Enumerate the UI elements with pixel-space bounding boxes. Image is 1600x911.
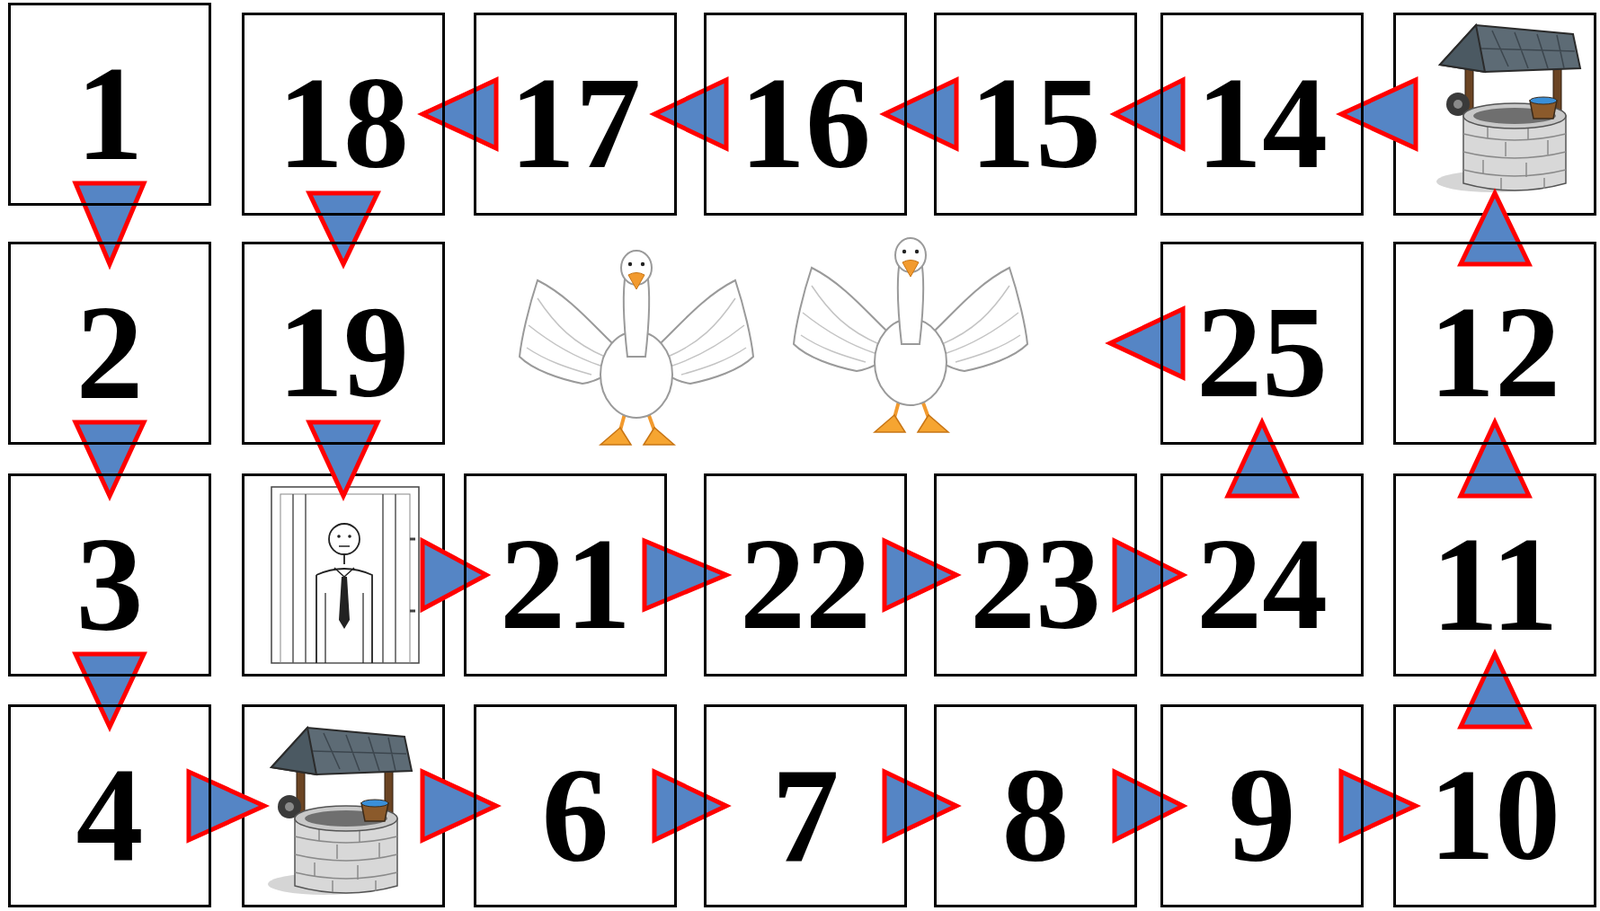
board-square: 2 [8, 241, 212, 445]
well-picture [1436, 25, 1581, 193]
board-square: 16 [703, 12, 907, 216]
move-arrow [75, 183, 144, 265]
board-square: 1 [8, 2, 212, 206]
square-number: 23 [969, 518, 1102, 650]
board-square: 8 [933, 704, 1138, 908]
move-arrow [884, 80, 957, 149]
board-square: 18 [241, 12, 445, 216]
square-number: 18 [277, 57, 409, 189]
square-number: 1 [76, 45, 144, 181]
move-arrow [188, 772, 265, 841]
move-arrow [75, 422, 144, 497]
move-arrow [884, 541, 957, 610]
move-arrow [309, 193, 378, 265]
square-number: 17 [509, 57, 641, 189]
board-square: 9 [1160, 704, 1364, 908]
board-square: 21 [463, 473, 667, 677]
board-square: 10 [1393, 704, 1597, 908]
board-square: 14 [1160, 12, 1364, 216]
square-number: 19 [277, 286, 409, 418]
jail-square [243, 475, 445, 676]
board-square: 15 [933, 12, 1138, 216]
board-square: 12 [1393, 241, 1597, 445]
board-square: 4 [8, 704, 212, 908]
square-number: 21 [499, 518, 632, 650]
square-number: 24 [1196, 518, 1328, 650]
move-arrow [75, 654, 144, 728]
goose-picture [519, 250, 754, 445]
move-arrow [1114, 772, 1183, 841]
square-number: 2 [76, 284, 144, 420]
square-number: 4 [76, 747, 144, 883]
square-number: 25 [1196, 286, 1328, 418]
move-arrow [1114, 541, 1183, 610]
square-number: 22 [739, 518, 872, 650]
move-arrow [1460, 422, 1529, 497]
move-arrow [422, 80, 497, 149]
board-square: 23 [933, 473, 1138, 677]
square-number: 15 [969, 57, 1102, 189]
goose-picture [793, 238, 1028, 433]
square-number: 7 [772, 747, 840, 883]
square-number: 10 [1429, 749, 1561, 881]
move-arrow [422, 772, 497, 841]
move-arrow [644, 541, 727, 610]
move-arrow [309, 422, 378, 497]
move-arrow [1341, 80, 1416, 149]
move-arrow [1341, 772, 1416, 841]
square-number: 11 [1431, 516, 1559, 652]
board-square: 25 [1160, 241, 1364, 445]
square-number: 9 [1228, 747, 1297, 883]
board-square: 22 [703, 473, 907, 677]
move-arrow [422, 541, 487, 610]
board-square: 3 [8, 473, 212, 677]
square-number: 12 [1429, 286, 1561, 418]
board-square: 24 [1160, 473, 1364, 677]
jail-picture [271, 487, 419, 664]
board-square: 19 [241, 241, 445, 445]
move-arrow [884, 772, 957, 841]
move-arrow [1227, 422, 1297, 497]
board-square: 7 [703, 704, 907, 908]
move-arrow [654, 772, 727, 841]
square-number: 16 [739, 57, 872, 189]
move-arrow [654, 80, 727, 149]
square-number: 8 [1002, 747, 1070, 883]
well-square [1395, 14, 1596, 215]
board-square: 17 [473, 12, 677, 216]
board-square: 11 [1393, 473, 1597, 677]
move-arrow [1110, 309, 1183, 378]
well-picture [267, 728, 412, 896]
move-arrow [1114, 80, 1183, 149]
move-arrow [1460, 193, 1529, 265]
square-number: 6 [542, 747, 610, 883]
square-number: 3 [76, 516, 144, 652]
move-arrow [1460, 654, 1529, 728]
square-number: 14 [1196, 57, 1328, 189]
board-square: 6 [473, 704, 677, 908]
well-square [243, 706, 445, 907]
